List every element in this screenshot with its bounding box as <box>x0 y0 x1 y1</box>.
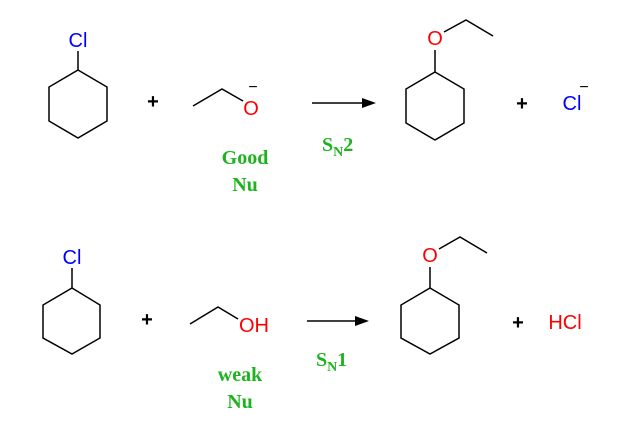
nucleophile-label: Nu <box>227 391 253 413</box>
chloride-ion: Cl <box>563 93 582 115</box>
negative-charge: − <box>579 79 588 96</box>
cyclohexane-ring <box>42 287 101 355</box>
mechanism-label: SN2 <box>322 134 353 160</box>
chlorine-atom: Cl <box>69 30 88 52</box>
ethyl-chain <box>438 236 488 254</box>
nucleophile-label: Good <box>222 147 269 169</box>
plus-sign: + <box>147 91 159 113</box>
ethyl-chain <box>189 306 239 325</box>
plus-sign: + <box>516 93 528 115</box>
cyclohexane-ring <box>48 69 108 139</box>
oxygen-atom: O <box>243 98 259 120</box>
mechanism-label: SN1 <box>316 349 347 375</box>
cyclohexane-ring <box>400 287 460 355</box>
plus-sign: + <box>512 312 524 334</box>
arrow-head-icon <box>362 98 376 108</box>
plus-sign: + <box>141 309 153 331</box>
reaction-sn2: Cl + O − Good Nu SN2 O + Cl − <box>48 19 589 196</box>
negative-charge: − <box>248 79 257 96</box>
chlorine-atom: Cl <box>63 247 82 269</box>
reaction-sn1: Cl + OH weak Nu SN1 O + HCl <box>42 236 582 413</box>
oxygen-atom: O <box>427 28 443 50</box>
cyclohexane-ring <box>405 71 465 141</box>
ethyl-chain <box>192 88 244 107</box>
nucleophile-label: weak <box>218 364 263 386</box>
arrow-head-icon <box>355 316 369 326</box>
ethyl-chain <box>443 19 494 37</box>
oxygen-atom: O <box>422 245 438 267</box>
hydroxyl-group: OH <box>239 315 269 337</box>
hcl-byproduct: HCl <box>548 312 581 334</box>
nucleophile-label: Nu <box>232 174 258 196</box>
